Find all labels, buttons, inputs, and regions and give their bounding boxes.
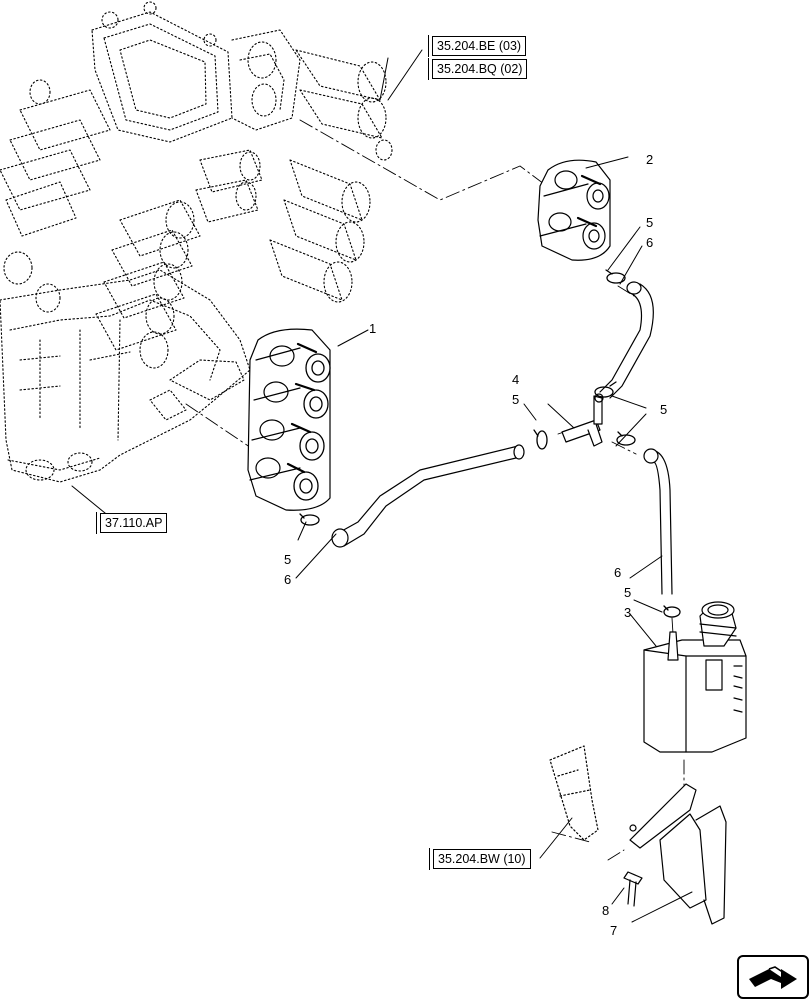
callout-2: 2 xyxy=(646,152,654,167)
callout-6-bottom-left: 6 xyxy=(284,572,292,587)
reservoir-tank xyxy=(643,601,747,753)
mounting-support-dotted xyxy=(549,745,599,841)
callout-5-top: 5 xyxy=(646,215,654,230)
callout-5-reservoir: 5 xyxy=(624,585,632,600)
callout-5-bottom-left: 5 xyxy=(284,552,292,567)
ref-link-35-204-bq[interactable]: 35.204.BQ (02) xyxy=(427,58,528,80)
callout-4: 4 xyxy=(512,372,520,387)
ref-link-37-110-ap[interactable]: 37.110.AP xyxy=(95,512,168,534)
callout-6-top: 6 xyxy=(646,235,654,250)
callout-7: 7 xyxy=(610,923,618,938)
hose-upper xyxy=(599,281,654,399)
tee-fitting xyxy=(561,393,604,447)
quick-coupler-block-1 xyxy=(247,328,331,511)
callout-1: 1 xyxy=(369,321,377,336)
callout-5-mid-left: 5 xyxy=(512,392,520,407)
ref-link-35-204-be[interactable]: 35.204.BE (03) xyxy=(427,35,527,57)
ref-link-35-204-bw[interactable]: 35.204.BW (10) xyxy=(429,848,531,870)
callout-6-right: 6 xyxy=(614,565,622,580)
nav-arrow-glyph xyxy=(749,966,797,989)
hose-long-left xyxy=(331,444,525,548)
mounting-bracket xyxy=(629,783,727,925)
hose-lower-right xyxy=(643,448,673,595)
callout-8: 8 xyxy=(602,903,610,918)
quick-coupler-block-2 xyxy=(537,159,611,261)
next-page-arrow-icon[interactable] xyxy=(737,955,809,999)
hose-clamps xyxy=(299,269,681,618)
valve-block-assembly xyxy=(0,1,393,483)
callout-3: 3 xyxy=(624,605,632,620)
mounting-bolt xyxy=(623,871,643,907)
leader-lines xyxy=(71,49,693,923)
callout-5-mid-right: 5 xyxy=(660,402,668,417)
